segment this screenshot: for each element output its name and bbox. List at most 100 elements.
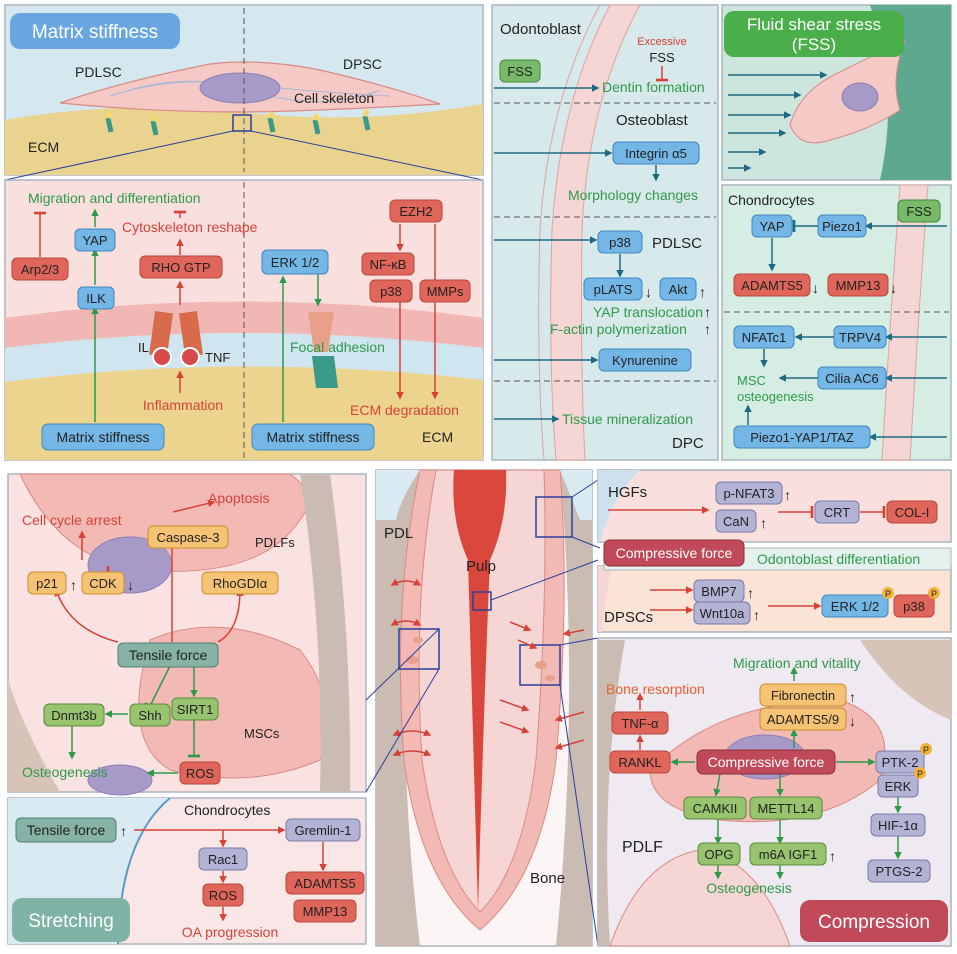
adamts5-fss-chip — [733, 273, 811, 297]
adamts59-down-icon: ↓ — [849, 713, 856, 729]
integrin-a5-chip — [612, 141, 700, 165]
osteogenesis-comp-text: Osteogenesis — [706, 880, 792, 896]
panel-stretching: Chondrocytes Tensile force ↑ Gremlin-1 R… — [7, 797, 367, 945]
osteogenesis-fss-label: osteogenesis — [737, 389, 814, 404]
compressive-force-chip — [696, 749, 836, 775]
sirt1-label: SIRT1 — [177, 702, 214, 717]
rankl-label: RANKL — [618, 755, 661, 770]
sirt1-chip — [171, 697, 219, 721]
col-i-chip — [886, 500, 938, 524]
p38-dpsc-chip — [893, 594, 935, 618]
mscs-label: MSCs — [244, 726, 280, 741]
yap-chondro-chip — [751, 214, 793, 238]
panel-matrix-stiffness: Matrix stiffness PDLSC DPSC Cell skeleto… — [4, 4, 484, 181]
dpsc-label: DPSC — [343, 56, 382, 72]
cdk-down-icon: ↓ — [127, 577, 134, 593]
bmp7-up-icon: ↑ — [747, 585, 754, 601]
apoptosis-text: Apoptosis — [208, 490, 269, 506]
wnt10a-label: Wnt10a — [700, 606, 746, 621]
hif1a-label: HIF-1α — [878, 818, 919, 833]
dpscs-label: DPSCs — [604, 609, 653, 626]
morphology-changes-text: Morphology changes — [568, 187, 698, 203]
ecm-label: ECM — [28, 139, 59, 155]
dpc-label: DPC — [672, 435, 704, 452]
yap-translocation-text: YAP translocation — [593, 304, 703, 320]
integrin-lower-icon — [312, 356, 338, 388]
col-i-label: COL-I — [895, 505, 930, 520]
opg-label: OPG — [705, 847, 734, 862]
p-nfat3-label: p-NFAT3 — [723, 486, 774, 501]
excessive-fss-label: FSS — [649, 50, 675, 65]
migration-vitality-text: Migration and vitality — [733, 655, 861, 671]
fibronectin-chip — [759, 683, 847, 707]
fss-chip-label: FSS — [507, 64, 533, 79]
chondrocytes-stretch-label: Chondrocytes — [184, 802, 270, 818]
p21-chip — [27, 571, 67, 595]
p21-up-icon: ↑ — [70, 577, 77, 593]
dnmt3b-chip — [43, 703, 105, 727]
ros-stretch-label: ROS — [209, 888, 238, 903]
tensile-force-stretch-label: Tensile force — [27, 822, 106, 838]
panel-tooth: PDL Pulp Bone — [365, 469, 601, 947]
pdl-label: PDL — [384, 525, 413, 542]
ecm-degradation-text: ECM degradation — [350, 402, 459, 418]
p-nfat3-up-icon: ↑ — [784, 487, 791, 503]
cilia-ac6-label: Cilia AC6 — [825, 371, 878, 386]
integrin-upper-icon — [308, 312, 334, 352]
plats-label: pLATS — [594, 282, 633, 297]
can-chip — [715, 509, 757, 533]
odontoblast-label: Odontoblast — [500, 21, 582, 38]
erk12-dpsc-label: ERK 1/2 — [831, 599, 879, 614]
panel-hgfs-dpscs: HGFs p-NFAT3 ↑ CaN ↑ CRT COL-I Compressi… — [597, 469, 952, 633]
mmps-label: MMPs — [427, 284, 464, 299]
pdlf-label: PDLF — [622, 839, 663, 856]
rac1-label: Rac1 — [208, 852, 238, 867]
factin-polymerization-text: F-actin polymerization — [550, 321, 687, 337]
fss-chondro-chip — [897, 199, 941, 223]
tnf-a-chip — [611, 711, 669, 735]
matrix-stiffness-left-label: Matrix stiffness — [56, 429, 149, 445]
adamts5-down-icon: ↓ — [812, 280, 819, 296]
matrix-stiffness-title: Matrix stiffness — [32, 22, 158, 43]
yap-translocation-up-icon: ↑ — [704, 304, 711, 320]
fibronectin-up-icon: ↑ — [849, 689, 856, 705]
migration-differentiation-text: Migration and differentiation — [28, 190, 201, 206]
akt-label: Akt — [669, 282, 688, 297]
m6a-igf1-label: m6A IGF1 — [759, 847, 818, 862]
p38-phospho-label: P — [931, 589, 937, 599]
plats-down-icon: ↓ — [645, 284, 652, 300]
dnmt3b-label: Dnmt3b — [51, 708, 97, 723]
crt-label: CRT — [824, 505, 851, 520]
kynurenine-chip — [598, 348, 692, 372]
p38-label: p38 — [380, 284, 402, 299]
rhogdia-label: RhoGDIα — [213, 576, 268, 591]
rac1-chip — [198, 847, 248, 871]
mmp13-down-icon: ↓ — [890, 280, 897, 296]
ptgs2-label: PTGS-2 — [876, 864, 923, 879]
rho-gtp-label: RHO GTP — [151, 260, 210, 275]
compressive-force-hgf-chip — [603, 539, 745, 567]
camkii-label: CAMKII — [693, 801, 738, 816]
yap-chondro-label: YAP — [759, 219, 784, 234]
tensile-force-chip — [117, 642, 219, 668]
mettl14-label: METTL14 — [757, 801, 814, 816]
mmp13-stretch-chip — [293, 899, 357, 923]
caspase3-label: Caspase-3 — [157, 530, 220, 545]
wnt10a-up-icon: ↑ — [753, 607, 760, 623]
nfkb-chip — [361, 252, 415, 276]
camkii-chip — [683, 796, 747, 820]
cdk-label: CDK — [89, 576, 117, 591]
tensile-force-stretch-chip — [15, 817, 117, 843]
p38-fss-label: p38 — [609, 235, 631, 250]
gremlin1-label: Gremlin-1 — [294, 823, 351, 838]
can-up-icon: ↑ — [760, 515, 767, 531]
p38-chip — [369, 279, 413, 303]
erk-phospho-icon — [882, 587, 894, 599]
p38-fss-chip — [597, 230, 643, 254]
nfatc1-chip — [733, 325, 795, 349]
matrix-stiffness-right-chip — [251, 423, 375, 451]
pulp-label: Pulp — [466, 558, 496, 575]
caspase3-chip — [147, 525, 229, 549]
nfatc1-label: NFATc1 — [742, 330, 787, 345]
p38-phospho-icon — [928, 587, 940, 599]
